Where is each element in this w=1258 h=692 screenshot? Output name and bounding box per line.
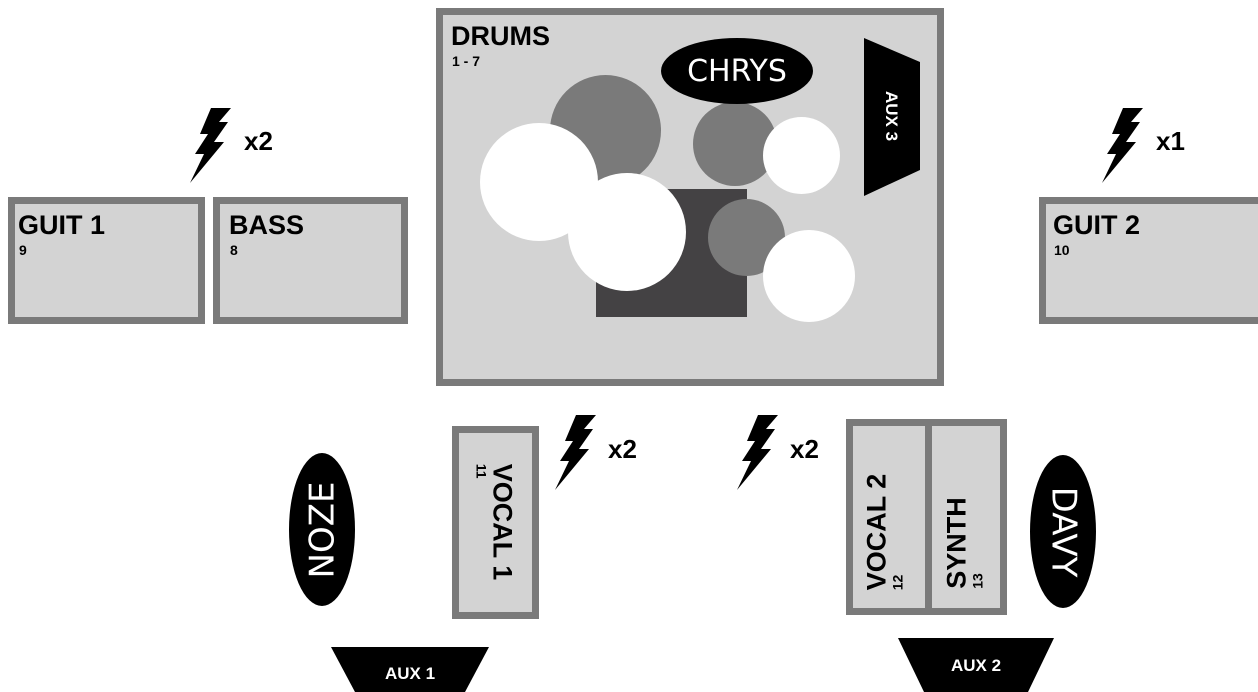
player-noze-label: NOZE: [302, 481, 343, 578]
drums-channels: 1 - 7: [452, 53, 481, 69]
vocal1-label: VOCAL 1: [487, 463, 518, 581]
aux3-monitor-icon: [864, 38, 920, 196]
synth-position: [925, 419, 1007, 615]
vocal2-label: VOCAL 2: [861, 473, 892, 591]
player-davy: DAVY: [1030, 455, 1096, 608]
guit2-amp: GUIT 2 10: [1039, 197, 1258, 324]
vocal1-channel: 11: [473, 463, 490, 479]
synth-label-group: SYNTH 13: [941, 497, 986, 589]
power-left-count: x2: [244, 126, 273, 156]
power-front-right-count: x2: [790, 434, 819, 464]
cymbal-splash: [763, 230, 855, 322]
bass-channel: 8: [230, 242, 238, 258]
aux2-monitor-icon: [898, 638, 1054, 692]
power-left-icon: [190, 108, 231, 183]
player-noze: NOZE: [289, 453, 355, 606]
aux2-label: AUX 2: [950, 656, 1002, 675]
guit1-amp: GUIT 1 9: [8, 197, 205, 324]
guit1-label: GUIT 1: [18, 210, 106, 240]
vocal2-channel: 12: [889, 574, 906, 591]
power-front-right-icon: [737, 415, 778, 490]
power-front-left-icon: [555, 415, 596, 490]
guit2-label: GUIT 2: [1053, 210, 1141, 240]
vocal2-label-group: VOCAL 2 12: [861, 473, 906, 591]
cymbal-hihat: [763, 117, 840, 194]
player-chrys-label: CHRYS: [687, 53, 787, 89]
aux1-label: AUX 1: [384, 664, 436, 683]
power-right-count: x1: [1156, 126, 1185, 156]
player-davy-label: DAVY: [1043, 486, 1084, 577]
aux1-monitor-icon: [331, 647, 489, 692]
synth-channel: 13: [969, 573, 986, 589]
guit2-channel: 10: [1054, 242, 1070, 258]
bass-label: BASS: [229, 210, 305, 240]
synth-label: SYNTH: [941, 497, 972, 589]
guit1-channel: 9: [19, 242, 27, 258]
cymbal-ride: [568, 173, 686, 291]
aux3-label: AUX 3: [882, 90, 901, 142]
player-chrys: CHRYS: [661, 38, 813, 104]
drum-tom-2: [693, 102, 777, 186]
power-front-left-count: x2: [608, 434, 637, 464]
vocal1-label-group: VOCAL 1 11: [473, 463, 518, 581]
bass-amp: BASS 8: [213, 197, 408, 324]
vocal1-position: [452, 426, 539, 619]
power-right-icon: [1102, 108, 1143, 183]
drums-label: DRUMS: [451, 21, 550, 51]
